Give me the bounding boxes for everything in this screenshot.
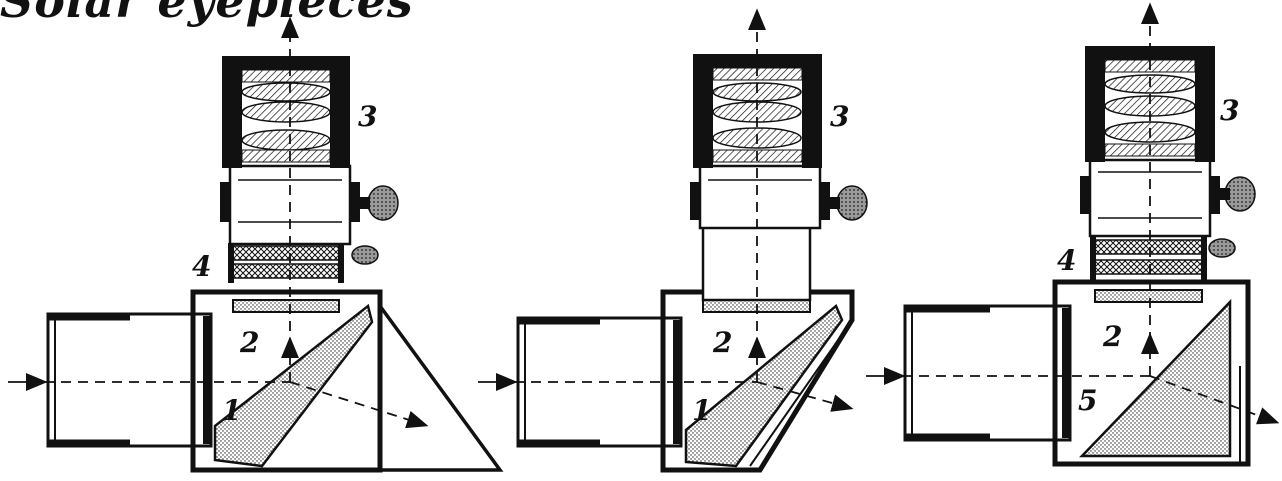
eyepiece-barrel <box>903 304 1072 442</box>
label-2: 2 <box>712 326 732 359</box>
filter-knob <box>1208 238 1236 258</box>
diagram-1-wedge-with-prism: 3 4 2 1 <box>8 16 504 473</box>
figure-title: Solar eyepieces <box>0 0 414 28</box>
filter-slab-2 <box>1094 289 1203 303</box>
filter-stack-4 <box>228 243 379 283</box>
focus-knob <box>367 185 399 221</box>
filter-slab-2 <box>232 299 340 313</box>
label-4: 4 <box>192 250 211 283</box>
external-prism <box>378 304 504 472</box>
label-3: 3 <box>1220 94 1239 127</box>
label-5: 5 <box>1078 384 1097 417</box>
label-1: 1 <box>222 394 241 427</box>
focus-knob <box>836 185 868 221</box>
label-3: 3 <box>358 100 377 133</box>
wedge-1 <box>684 303 844 468</box>
ocular-3 <box>1085 46 1215 162</box>
diagram-2-double-wedge: 3 2 1 <box>478 8 868 473</box>
label-1: 1 <box>692 394 711 427</box>
diagonal-housing <box>660 289 855 473</box>
label-2: 2 <box>1102 320 1122 353</box>
diagram-3-herschel-prism: 3 4 2 5 <box>866 2 1280 467</box>
diagonal-housing <box>190 289 383 473</box>
filter-knob <box>351 245 379 265</box>
focuser <box>220 164 399 246</box>
wedge-1 <box>213 303 374 468</box>
light-path-transmitted <box>1149 375 1280 425</box>
ocular-3 <box>222 56 350 168</box>
focuser <box>690 164 868 230</box>
light-path-transmitted <box>289 381 429 429</box>
filter-stack-4 <box>1090 236 1236 280</box>
label-4: 4 <box>1057 244 1076 277</box>
label-3: 3 <box>830 100 849 133</box>
focuser <box>1080 158 1256 238</box>
label-2: 2 <box>239 326 259 359</box>
diagonal-housing <box>1052 279 1251 467</box>
eyepiece-barrel <box>46 312 213 448</box>
